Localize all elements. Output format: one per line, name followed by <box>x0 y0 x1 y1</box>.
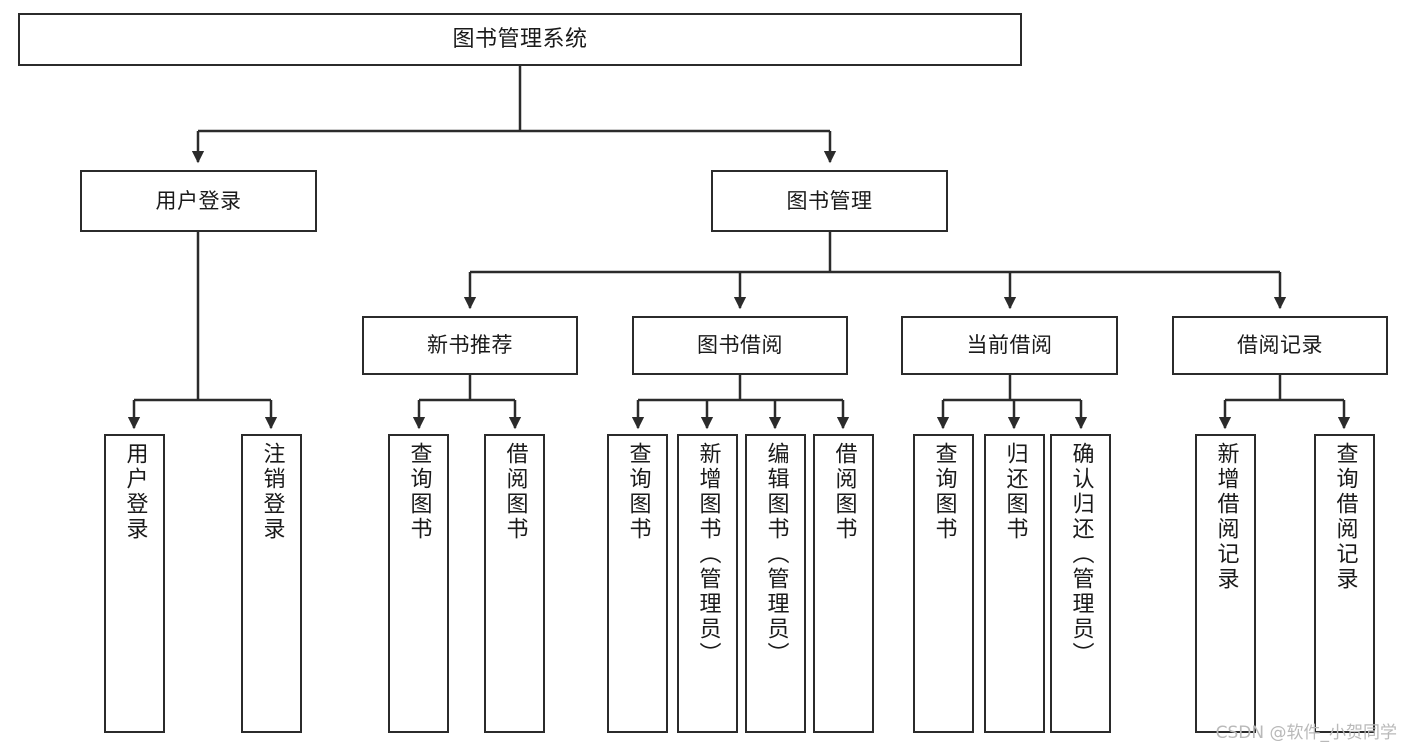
node-label: 借阅记录 <box>1237 333 1323 358</box>
node-label: 图书借阅 <box>697 333 783 358</box>
node-label: 归还图书 <box>1002 442 1028 542</box>
leaf-record-add-record[interactable]: 新增借阅记录 <box>1195 434 1256 733</box>
leaf-borrow-edit-book-admin[interactable]: 编辑图书（管理员） <box>745 434 806 733</box>
node-label: 当前借阅 <box>966 333 1053 358</box>
leaf-recommend-borrow-book[interactable]: 借阅图书 <box>484 434 545 733</box>
node-label: 新增借阅记录 <box>1213 442 1239 592</box>
leaf-current-return-book[interactable]: 归还图书 <box>984 434 1045 733</box>
node-label: 注销登录 <box>259 442 285 542</box>
leaf-current-query-book[interactable]: 查询图书 <box>913 434 974 733</box>
node-root-system[interactable]: 图书管理系统 <box>18 13 1022 66</box>
node-label: 确认归还（管理员） <box>1068 442 1094 667</box>
node-label: 编辑图书（管理员） <box>763 442 789 667</box>
node-book-management[interactable]: 图书管理 <box>711 170 948 232</box>
node-label: 查询借阅记录 <box>1332 442 1358 592</box>
leaf-recommend-query-book[interactable]: 查询图书 <box>388 434 449 733</box>
node-label: 借阅图书 <box>502 442 528 542</box>
node-label: 新增图书（管理员） <box>695 442 721 667</box>
node-label: 查询图书 <box>931 442 957 542</box>
node-current-borrow[interactable]: 当前借阅 <box>901 316 1118 375</box>
node-new-book-recommend[interactable]: 新书推荐 <box>362 316 578 375</box>
node-label: 查询图书 <box>406 442 432 542</box>
node-label: 图书管理系统 <box>452 26 588 52</box>
node-label: 借阅图书 <box>831 442 857 542</box>
leaf-borrow-borrow-book[interactable]: 借阅图书 <box>813 434 874 733</box>
node-book-borrow[interactable]: 图书借阅 <box>632 316 848 375</box>
node-label: 新书推荐 <box>427 333 513 358</box>
node-user-login[interactable]: 用户登录 <box>80 170 317 232</box>
node-label: 图书管理 <box>786 188 873 213</box>
watermark: CSDN @软件_小贺同学 <box>1215 723 1397 743</box>
node-label: 用户登录 <box>155 188 242 213</box>
leaf-current-confirm-return-admin[interactable]: 确认归还（管理员） <box>1050 434 1111 733</box>
node-borrow-record[interactable]: 借阅记录 <box>1172 316 1388 375</box>
leaf-borrow-add-book-admin[interactable]: 新增图书（管理员） <box>677 434 738 733</box>
leaf-user-login-signout[interactable]: 注销登录 <box>241 434 302 733</box>
node-label: 用户登录 <box>122 442 148 542</box>
node-label: 查询图书 <box>625 442 651 542</box>
leaf-borrow-query-book[interactable]: 查询图书 <box>607 434 668 733</box>
leaf-user-login-signin[interactable]: 用户登录 <box>104 434 165 733</box>
leaf-record-query-record[interactable]: 查询借阅记录 <box>1314 434 1375 733</box>
